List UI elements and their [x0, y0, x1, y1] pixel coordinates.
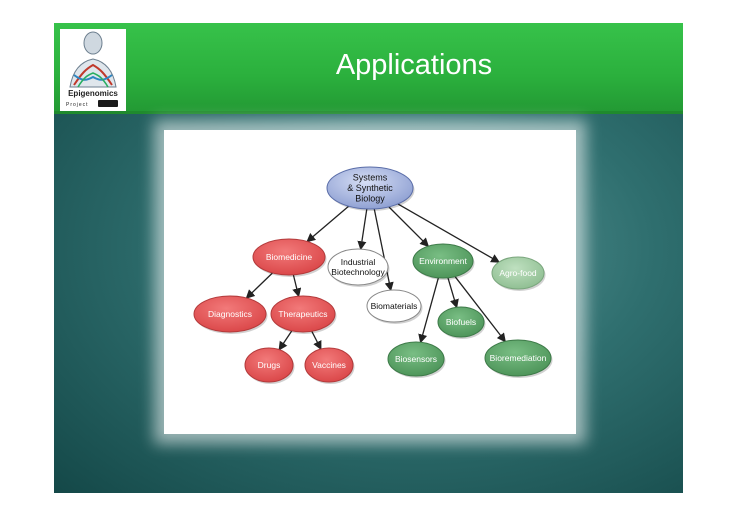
node-environment: Environment: [412, 243, 475, 280]
edge-environment-to-biosensors: [418, 277, 439, 344]
node-shape: [437, 306, 485, 338]
node-label: Agro-food: [499, 268, 537, 278]
header-divider: [54, 111, 683, 114]
node-label: Drugs: [258, 360, 281, 370]
dna-figure-icon: [69, 31, 117, 88]
node-biomaterials: Biomaterials: [366, 289, 423, 324]
node-label: Biomaterials: [371, 301, 418, 311]
slide-title: Applications: [335, 49, 493, 81]
node-shape: [327, 248, 389, 286]
logo-arrow-bar: [98, 100, 118, 107]
diagram-edges: [245, 203, 506, 351]
node-shape: [193, 295, 267, 333]
edge-root-to-agrofood: [397, 203, 501, 263]
node-diagnostics: Diagnostics: [193, 295, 268, 334]
logo-subtitle: Project: [66, 102, 89, 108]
node-shape: [484, 339, 552, 377]
node-shape: [491, 256, 545, 290]
edge-biomedicine-to-therapeutics: [292, 274, 302, 298]
node-biofuels: Biofuels: [437, 306, 486, 339]
edge-biomedicine-to-diagnostics: [245, 272, 273, 299]
edge-root-to-biomaterials: [373, 208, 394, 292]
node-vaccines: Vaccines: [304, 347, 355, 384]
epigenomics-logo: Epigenomics Project: [60, 29, 126, 111]
edge-environment-to-bioremediation: [454, 276, 506, 343]
edge-therapeutics-to-drugs: [278, 330, 293, 351]
node-shape: [304, 347, 354, 383]
node-biomedicine: Biomedicine: [252, 238, 327, 277]
edge-root-to-industrial: [357, 208, 368, 251]
edge-environment-to-biofuels: [447, 277, 459, 309]
node-shape: [326, 166, 414, 210]
node-bioremediation: Bioremediation: [484, 339, 553, 378]
node-shape: [270, 295, 336, 333]
slide: Epigenomics Project Applications: [54, 23, 683, 493]
node-label: Biomedicine: [266, 252, 313, 262]
slide-header: Epigenomics Project Applications: [54, 23, 683, 111]
node-label: Vaccines: [312, 360, 346, 370]
logo-name: Epigenomics: [68, 89, 118, 98]
edge-root-to-biomedicine: [306, 205, 350, 243]
edge-therapeutics-to-vaccines: [311, 331, 322, 351]
node-drugs: Drugs: [244, 347, 295, 384]
node-shape: [387, 341, 445, 377]
node-label: Therapeutics: [278, 309, 327, 319]
node-biosensors: Biosensors: [387, 341, 446, 378]
node-therapeutics: Therapeutics: [270, 295, 337, 334]
node-label: Diagnostics: [208, 309, 252, 319]
node-label: Biosensors: [395, 354, 437, 364]
node-label: Environment: [419, 256, 467, 266]
node-agrofood: Agro-food: [491, 256, 546, 291]
node-shape: [366, 289, 422, 323]
node-label: Bioremediation: [490, 353, 547, 363]
node-shape: [252, 238, 326, 276]
node-label: Biofuels: [446, 317, 476, 327]
node-shape: [244, 347, 294, 383]
edge-root-to-environment: [388, 206, 430, 248]
node-shape: [412, 243, 474, 279]
